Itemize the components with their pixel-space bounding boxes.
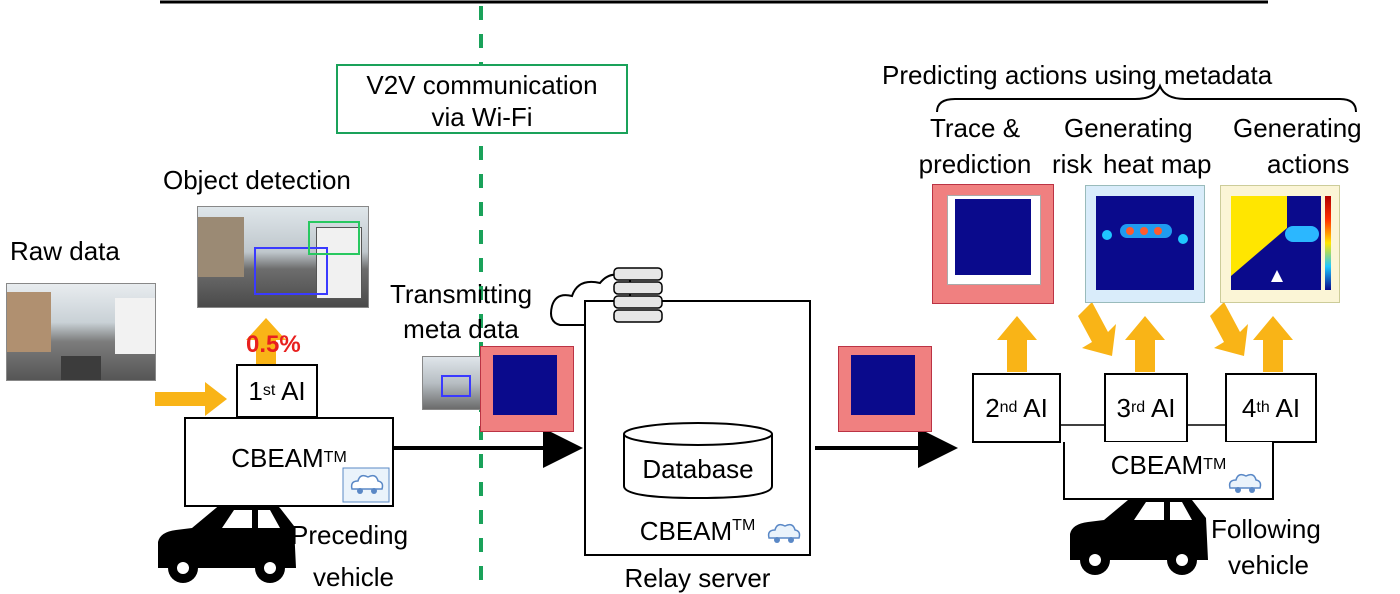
ai4-num: 4 [1241, 392, 1257, 423]
diag-arrow-1 [1078, 302, 1116, 356]
actions-plot [1220, 185, 1340, 303]
cbeam-following-name: CBEAM [1110, 449, 1204, 480]
ai1-suffix: AI [275, 375, 306, 406]
following-line2: vehicle [1228, 550, 1309, 580]
server-icon [613, 267, 663, 323]
v2v-line2: via Wi-Fi [431, 102, 533, 132]
database-label: Database [642, 454, 754, 484]
up-arrow-ai2 [997, 316, 1037, 372]
ai3-num: 3 [1116, 392, 1131, 423]
gen1-label: Generating [1064, 113, 1193, 143]
trace-line1: Trace & [929, 113, 1021, 143]
relay-server-label: Relay server [624, 563, 771, 593]
risk-label: risk [1052, 149, 1093, 179]
cbeam-logo-icon [1228, 473, 1262, 493]
preceding-line2: vehicle [313, 562, 394, 592]
transmitting-line2: meta data [403, 314, 519, 344]
ai3-suffix: AI [1145, 392, 1176, 423]
preceding-line1: Preceding [291, 520, 409, 550]
relay-server-box: Database CBEAMTM [584, 300, 811, 556]
cbeam-logo-icon [767, 523, 801, 543]
up-arrow-ai4 [1253, 316, 1293, 372]
relay-cbeam-name: CBEAM [639, 516, 733, 546]
cbeam-name: CBEAM [231, 442, 324, 473]
up-arrow-ai1 [246, 318, 286, 364]
relay-cbeam: CBEAMTM [586, 516, 809, 546]
cbeam-logo-icon [342, 467, 390, 503]
brace [936, 83, 1357, 113]
ai2-suffix: AI [1017, 392, 1048, 423]
actions-label: actions [1267, 149, 1350, 179]
object-detection-photo [197, 206, 369, 308]
raw-data-photo [6, 283, 156, 381]
heatmap-label: heat map [1103, 149, 1212, 179]
following-line1: Following [1211, 514, 1321, 544]
trace-line2: prediction [918, 149, 1032, 179]
metadata-page-transmit [480, 346, 574, 432]
transmitting-line1: Transmitting [389, 279, 533, 309]
diag-arrow-2 [1210, 302, 1248, 356]
ai4-suffix: AI [1269, 392, 1301, 423]
transmit-photo [422, 356, 488, 410]
v2v-box: V2V communication via Wi-Fi [336, 64, 628, 134]
v2v-line1: V2V communication [366, 70, 598, 100]
predicting-label: Predicting actions using metadata [882, 60, 1273, 90]
gen2-label: Generating [1233, 113, 1362, 143]
car-icon-following [1070, 494, 1208, 575]
ai1-num: 1 [248, 375, 263, 406]
input-arrow [155, 382, 227, 416]
reduction-percent: 0.5% [246, 331, 301, 358]
orange-arrows [155, 302, 1293, 416]
database-icon [623, 422, 773, 500]
metadata-page-following [838, 346, 932, 432]
raw-data-label: Raw data [10, 236, 120, 266]
ai2-num: 2 [985, 392, 1000, 423]
relay-cbeam-tm: TM [732, 517, 756, 534]
trace-plot [932, 184, 1054, 304]
object-detection-label: Object detection [163, 165, 351, 195]
car-icon [158, 502, 296, 583]
heatmap-plot [1085, 185, 1205, 303]
up-arrow-ai3 [1125, 316, 1165, 372]
